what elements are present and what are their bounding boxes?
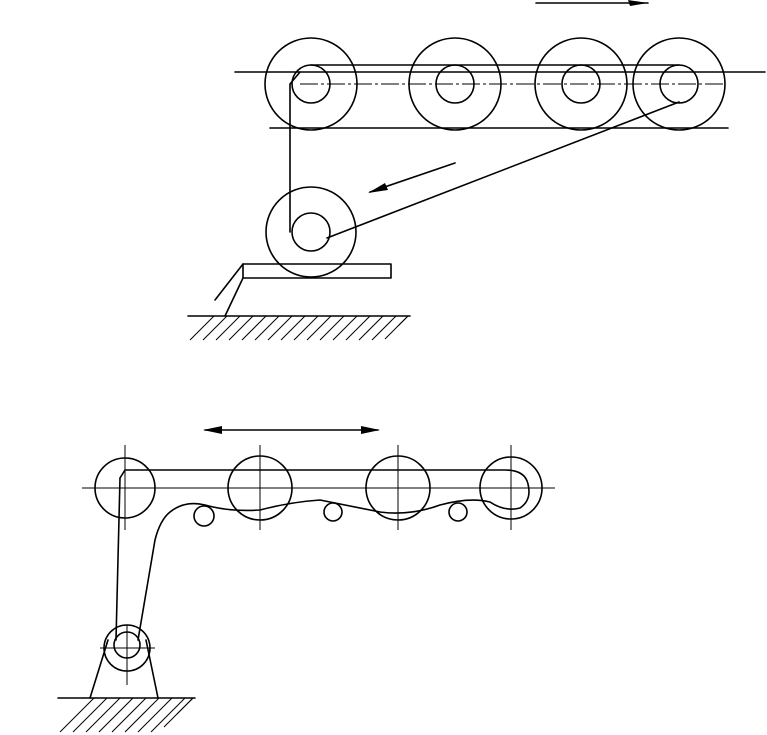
ground-hatch-line (345, 315, 371, 341)
top-diagonal-link (326, 101, 680, 239)
bottom-mechanism (57, 426, 555, 733)
bottom-idler-2 (323, 502, 343, 522)
top-diagonal-arrow (368, 162, 456, 193)
top-drive-wheel (265, 186, 357, 278)
top-base-plate (242, 263, 392, 279)
ground-hatch-line (228, 315, 254, 341)
bottom-idler-1 (193, 505, 215, 527)
bottom-idler-3 (448, 502, 468, 522)
ground-hatch-line (371, 315, 397, 341)
ground-hatch-line (189, 697, 194, 702)
ground-hatch-line (98, 697, 134, 733)
ground-hatch-line (306, 315, 332, 341)
ground-hatch-line (241, 315, 267, 341)
bottom-ground (57, 697, 196, 733)
top-ground (187, 315, 411, 341)
ground-hatch-line (397, 315, 409, 327)
ground-hatch-line (202, 315, 228, 341)
ground-hatch-line (254, 315, 280, 341)
ground-hatch-line (124, 697, 160, 733)
top-mechanism (187, 0, 766, 341)
ground-hatch-line (267, 315, 293, 341)
ground-hatch-line (72, 697, 108, 733)
top-direction-arrow (535, 0, 649, 6)
ground-hatch-line (293, 315, 319, 341)
bottom-left-link (115, 477, 121, 641)
ground-hatch-line (59, 697, 95, 733)
ground-hatch-line (150, 697, 186, 733)
ground-hatch-line (280, 315, 306, 341)
ground-hatch-line (137, 697, 173, 733)
top-support-strut (214, 263, 244, 317)
bottom-roller-2 (227, 455, 293, 521)
ground-hatch-line (319, 315, 345, 341)
ground-hatch-line (215, 315, 241, 341)
bottom-roller-3 (365, 455, 431, 521)
ground-hatch-line (358, 315, 384, 341)
bottom-walking-beam (119, 469, 530, 641)
ground-hatch-line (332, 315, 358, 341)
ground-hatch-line (85, 697, 121, 733)
bottom-crank (103, 624, 151, 672)
bottom-centerlines (82, 445, 555, 685)
ground-hatch-line (111, 697, 147, 733)
bottom-reciprocating-arrow (203, 426, 380, 434)
top-vertical-arm (289, 71, 301, 233)
ground-hatch-line (189, 315, 215, 341)
bottom-roller-4 (479, 456, 543, 520)
bottom-crank-support (89, 639, 159, 699)
bottom-roller-1 (94, 457, 156, 519)
